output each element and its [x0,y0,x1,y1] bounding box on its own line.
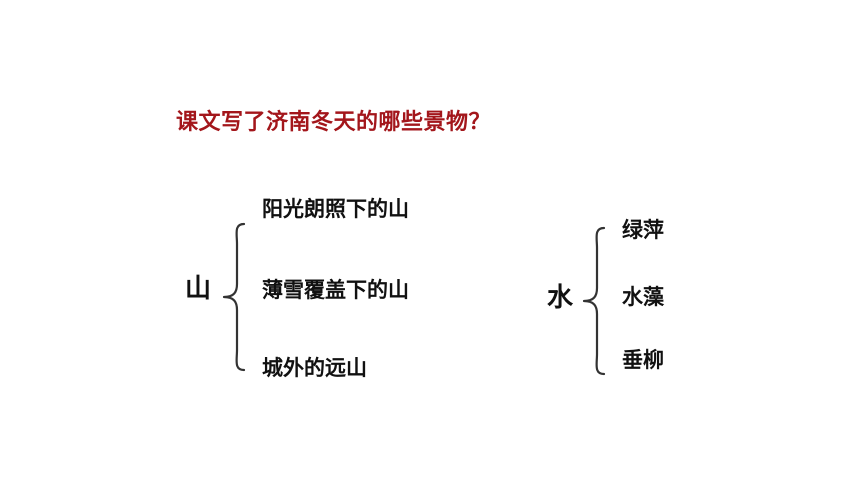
water-item-algae: 水藻 [622,285,664,309]
water-label: 水 [547,283,574,313]
mountain-brace-icon [222,222,246,372]
mountain-item-snow: 薄雪覆盖下的山 [262,278,409,302]
water-brace-icon [582,226,606,376]
mountain-item-sunlit: 阳光朗照下的山 [262,197,409,221]
mountain-item-distant: 城外的远山 [262,356,367,380]
mountain-label: 山 [185,274,212,304]
water-item-duckweed: 绿萍 [622,218,664,242]
question-heading: 课文写了济南冬天的哪些景物？ [176,110,492,135]
water-item-willow: 垂柳 [622,348,664,372]
